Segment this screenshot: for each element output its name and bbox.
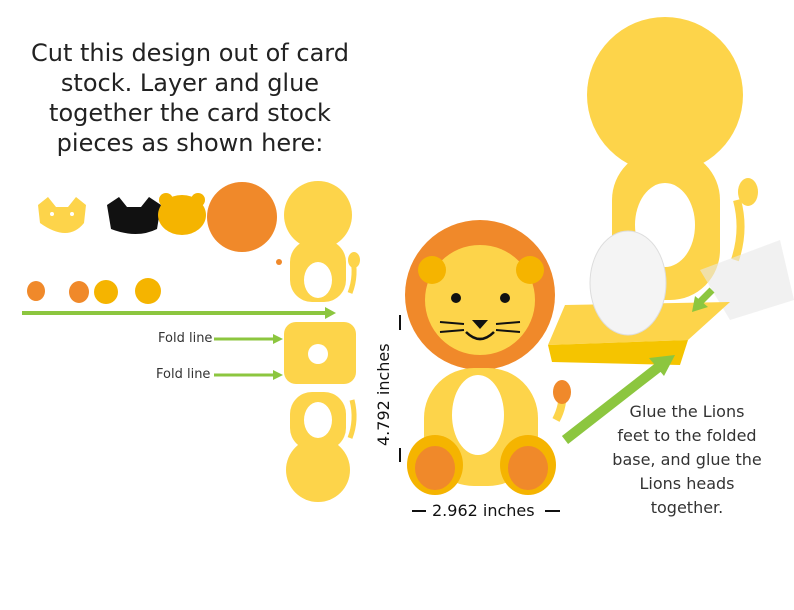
piece-feet-row <box>27 278 161 304</box>
piece-fold-base <box>284 322 356 384</box>
piece-body-top <box>284 181 360 302</box>
fold-arrow-1 <box>214 334 283 344</box>
fold-line-label-1: Fold line <box>158 331 213 346</box>
width-label: 2.962 inches <box>432 501 535 520</box>
instructions-text: Cut this design out of card stock. Layer… <box>31 39 349 157</box>
fold-line-label-2: Fold line <box>156 367 211 382</box>
glue-arrow-short <box>692 287 715 312</box>
fold-arrow-2 <box>214 370 283 380</box>
piece-mane-orange <box>207 182 282 265</box>
long-arrow <box>22 307 336 319</box>
piece-face-outline <box>38 197 86 233</box>
glue-caption: Glue the Lions feet to the folded base, … <box>612 402 762 517</box>
piece-face-yellow <box>158 193 206 235</box>
height-label: 4.792 inches <box>374 343 393 446</box>
glue-arrow-long <box>561 355 675 444</box>
piece-face-black <box>107 197 161 234</box>
piece-body-bottom <box>286 392 357 502</box>
egg <box>589 230 667 336</box>
assembled-lion <box>405 220 571 495</box>
